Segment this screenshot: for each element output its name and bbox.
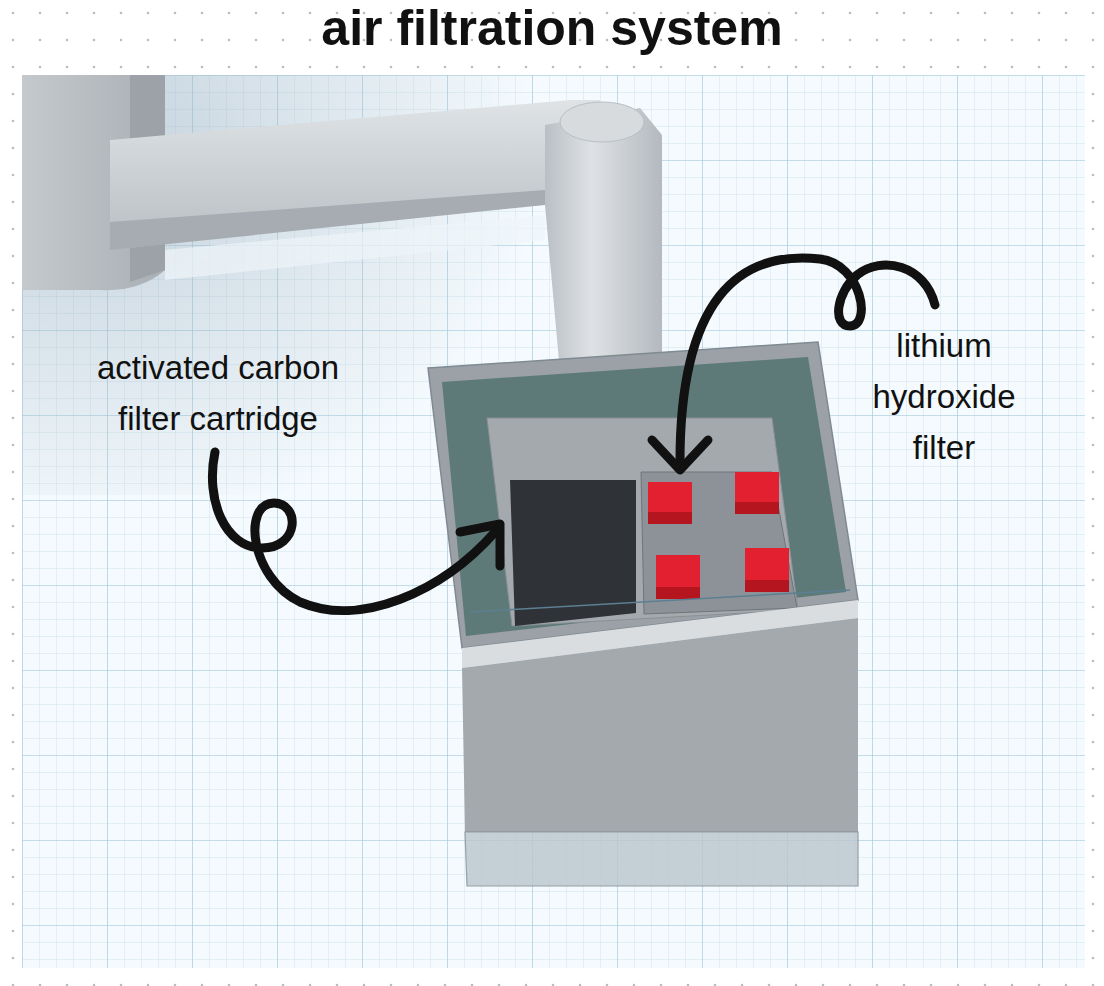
hydroxide-block: [745, 580, 789, 592]
hydroxide-block: [735, 502, 779, 514]
pipe-elbow: [560, 102, 644, 142]
callout-label: activated carbon filter cartridge: [68, 342, 368, 444]
hydroxide-block: [656, 555, 700, 599]
grid-paper: [22, 75, 1085, 968]
hydroxide-block: [656, 587, 700, 599]
pipe-vertical: [545, 108, 662, 372]
inner-platform: [487, 418, 798, 626]
callout-label: lithium hydroxide filter: [849, 320, 1039, 473]
box-base: [465, 832, 858, 886]
hydroxide-block: [745, 548, 789, 592]
leader-arrow: [212, 452, 495, 611]
hydroxide-block: [648, 482, 692, 524]
diagram-title: air filtration system: [0, 0, 1104, 56]
box-front: [462, 618, 858, 832]
hydroxide-block: [735, 472, 779, 514]
major-grid: [22, 75, 1085, 968]
box-rim: [428, 342, 858, 648]
hydroxide-tray: [641, 472, 797, 614]
minor-grid: [22, 75, 1085, 968]
arrowhead: [652, 440, 708, 470]
arrowhead: [460, 524, 500, 566]
pipe-gap: [165, 215, 545, 280]
hydroxide-block: [648, 512, 692, 524]
